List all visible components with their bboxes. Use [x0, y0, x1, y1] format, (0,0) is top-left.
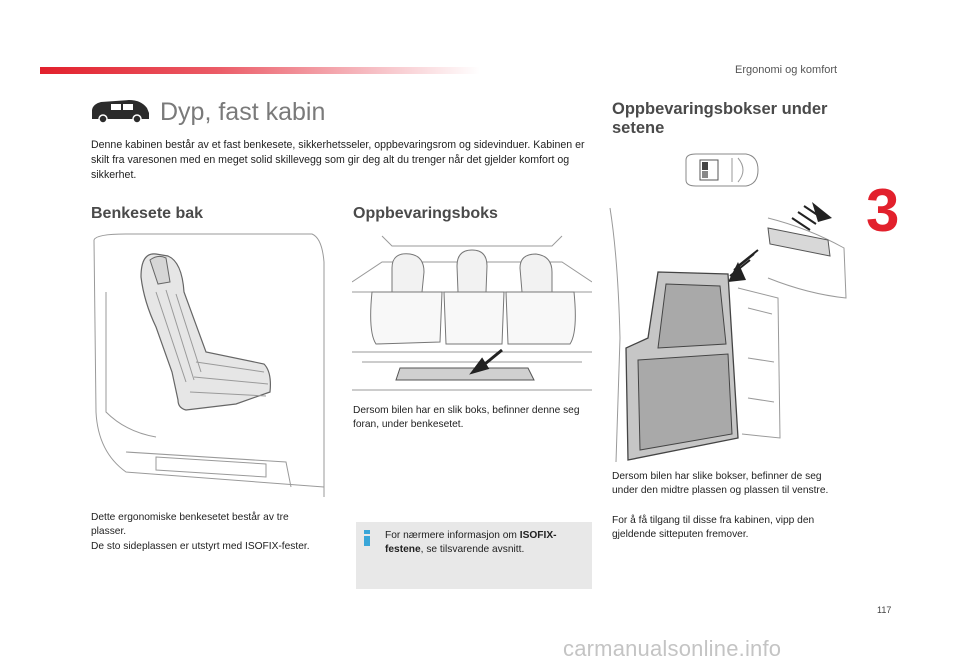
- info-link-isofix: ISOFIX-festene: [385, 530, 557, 555]
- storage-box-illustration: [352, 235, 592, 391]
- vehicle-top-view-icon: [685, 153, 759, 187]
- under-seat-text-1: Dersom bilen har slike bokser, befinner …: [612, 471, 829, 497]
- chapter-title: Ergonomi og komfort: [735, 64, 838, 76]
- storage-box-heading: Oppbevaringsboks: [353, 205, 498, 222]
- storage-box-text: Dersom bilen har en slik boks, befinner …: [353, 405, 580, 431]
- under-seat-heading: Oppbevaringsbokser under setene: [612, 100, 828, 137]
- under-seat-text-2: For å få tilgang til disse fra kabinen, …: [612, 515, 815, 541]
- page-number: 117: [877, 605, 892, 615]
- watermark: carmanualsonline.info: [563, 636, 782, 661]
- info-icon: [363, 530, 371, 546]
- under-seat-boxes-illustration: [609, 202, 847, 462]
- page-title: Dyp, fast kabin: [160, 98, 326, 126]
- info-text: For nærmere informasjon om ISOFIX-festen…: [385, 530, 557, 555]
- chapter-number: 3: [866, 177, 900, 244]
- bench-seat-illustration: [93, 233, 325, 497]
- bench-text-1: Dette ergonomiske benkesetet består av t…: [91, 512, 289, 538]
- chapter-color-bar: [40, 67, 480, 74]
- bench-text-2: De sto sideplassen er utstyrt med ISOFIX…: [91, 541, 310, 552]
- intro-text: Denne kabinen består av et fast benkeset…: [91, 139, 585, 181]
- van-icon: [92, 100, 149, 124]
- bench-heading: Benkesete bak: [91, 205, 204, 222]
- info-box: [356, 522, 592, 589]
